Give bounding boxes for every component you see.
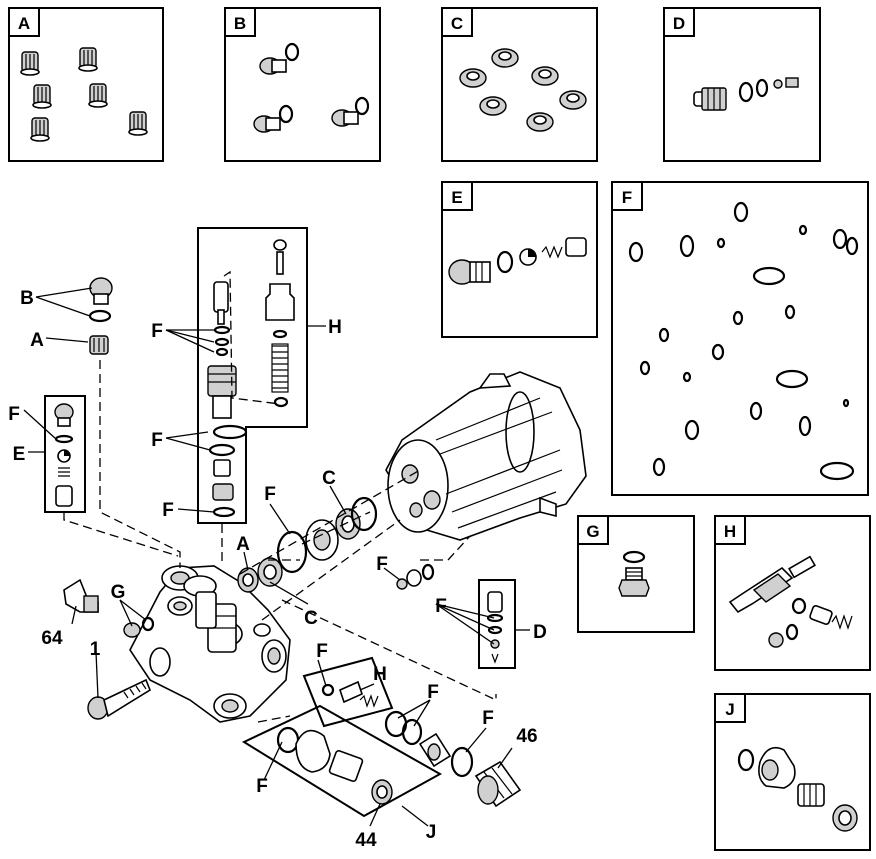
callout-j: J: [426, 822, 437, 843]
callout-44: 44: [355, 830, 377, 851]
inlet-fitting-part: [737, 746, 858, 832]
kit-b-box: B: [224, 7, 381, 162]
kit-a-box: A: [8, 7, 164, 162]
inlet-assembly-outline: [241, 704, 443, 818]
elbow-fitting-part: [63, 578, 99, 613]
kit-d-label: D: [673, 14, 685, 33]
callout-a: A: [236, 534, 250, 555]
kit-e-box: E: [441, 181, 598, 338]
callout-f: F: [376, 554, 388, 575]
kit-h-box: H: [714, 515, 871, 671]
check-valve-part: [448, 237, 587, 285]
thermal-relief-stack: [302, 656, 394, 728]
lower-fitting-parts: [384, 710, 522, 808]
callout-f: F: [316, 641, 328, 662]
unloader-assembly-outline: [197, 227, 308, 524]
seal-stack-mid: [237, 496, 378, 593]
kit-d-box: D: [663, 7, 821, 162]
callout-c: C: [322, 468, 336, 489]
callout-f: F: [151, 321, 163, 342]
callout-labels: B A F E F H F F G 64 1 A F C C F F D F H…: [8, 288, 547, 851]
thermal-relief-valve-part: [728, 555, 853, 648]
kit-g-box: G: [577, 515, 695, 633]
unloader-valve-part: [693, 77, 799, 111]
kit-c-label: C: [451, 14, 463, 33]
assembly-dashed-lines: [63, 360, 497, 723]
drain-plug-part: [618, 550, 650, 597]
callout-64: 64: [41, 628, 63, 649]
callout-a: A: [30, 330, 44, 351]
callout-d: D: [533, 622, 547, 643]
callout-h: H: [328, 317, 342, 338]
callout-f: F: [8, 404, 20, 425]
seal-ring-part: [459, 48, 587, 132]
callout-g: G: [111, 582, 126, 603]
kit-f-box: F: [611, 181, 869, 496]
callout-h: H: [373, 664, 387, 685]
kit-j-box: J: [714, 693, 871, 851]
kit-g-label: G: [586, 522, 599, 541]
callout-f: F: [482, 708, 494, 729]
kit-f-label: F: [622, 188, 632, 207]
callout-b: B: [20, 288, 34, 309]
drain-plug-small: [123, 616, 155, 638]
small-oring-pair: [396, 563, 435, 590]
kit-c-box: C: [441, 7, 598, 162]
check-valve-stack-outline: [44, 395, 86, 513]
kit-b-label: B: [234, 14, 246, 33]
callout-f: F: [427, 682, 439, 703]
leader-lines: [23, 287, 530, 827]
callout-f: F: [162, 500, 174, 521]
kit-j-label: J: [725, 700, 734, 719]
unloader-stack-outline: [478, 579, 516, 669]
callout-f: F: [151, 430, 163, 451]
callout-f: F: [256, 776, 268, 797]
kit-e-label: E: [451, 188, 462, 207]
kit-a-label: A: [18, 14, 30, 33]
callout-f: F: [435, 596, 447, 617]
callout-46: 46: [516, 726, 537, 747]
oring-assortment-part: [628, 201, 859, 481]
pump-manifold: [129, 565, 291, 723]
plug-and-cap-parts: [88, 277, 113, 355]
kit-h-label: H: [724, 522, 736, 541]
callout-f: F: [264, 484, 276, 505]
plug-with-oring-part: [253, 42, 370, 133]
callout-e: E: [13, 444, 26, 465]
crankcase-housing: [385, 371, 587, 541]
callout-c: C: [304, 608, 318, 629]
valve-cap-part: [20, 47, 148, 142]
callout-1: 1: [90, 639, 101, 660]
